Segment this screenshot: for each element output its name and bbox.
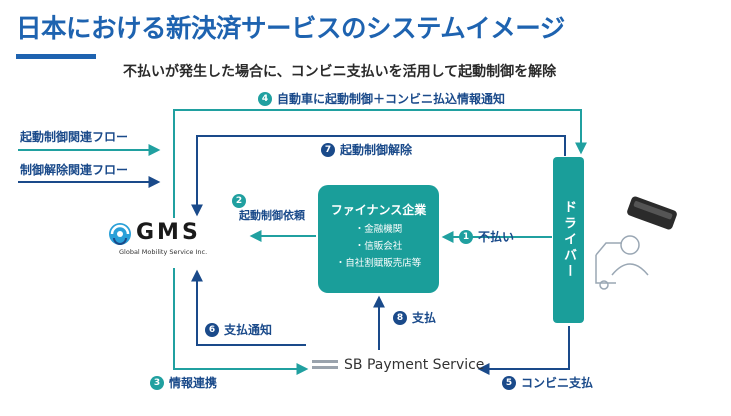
sbps-mark-icon (312, 360, 338, 369)
step-3-number: 3 (150, 375, 164, 390)
arrow-step-6 (191, 269, 306, 346)
sbps-name: SB Payment Service (344, 357, 485, 373)
arrow-step-5 (477, 326, 570, 375)
step-5-text: コンビニ支払 (521, 376, 594, 390)
step-6-text: 支払通知 (224, 323, 273, 337)
diagram-title: 日本における新決済サービスのシステムイメージ (16, 14, 565, 44)
step-1-number: 1 (459, 229, 473, 244)
step-3-label: 3 情報連携 (150, 374, 217, 391)
driver-device-illustration (595, 196, 677, 290)
step-2-label: 2 起動制御依頼 (232, 194, 305, 222)
step-7-number: 7 (321, 142, 335, 157)
step-1-label: 1 不払い (459, 228, 514, 245)
step-5-number: 5 (502, 375, 516, 390)
step-8-number: 8 (393, 310, 407, 325)
step-2-number: 2 (232, 194, 246, 208)
step-1-text: 不払い (478, 230, 515, 244)
diagram-subtitle: 不払いが発生した場合に、コンビニ支払いを活用して起動制御を解除 (123, 64, 557, 80)
step-8-text: 支払 (412, 311, 437, 325)
title-underline (16, 54, 96, 59)
step-6-label: 6 支払通知 (205, 321, 272, 338)
step-3-text: 情報連携 (169, 376, 218, 390)
step-7-text: 起動制御解除 (340, 143, 413, 157)
arrow-step-3 (173, 268, 309, 375)
finance-item: ・自社割賦販売店等 (335, 258, 422, 269)
gms-full-name: Global Mobility Service Inc. (119, 248, 208, 256)
gms-swirl-icon (109, 223, 131, 245)
gms-logo-text: GMS (136, 220, 201, 245)
step-7-label: 7 起動制御解除 (321, 141, 412, 158)
legend-flow-1: 起動制御関連フロー (20, 130, 129, 144)
finance-title: ファイナンス企業 (330, 203, 427, 217)
vehicle-device-icon (627, 196, 677, 230)
finance-companies-box: ファイナンス企業 ・金融機関 ・信販会社 ・自社割賦販売店等 (318, 185, 439, 293)
step-8-label: 8 支払 (393, 309, 436, 326)
step-4-number: 4 (258, 91, 272, 106)
sbps-logo: SB Payment Service (312, 357, 484, 373)
legend-flow-2: 制御解除関連フロー (20, 163, 129, 177)
step-4-label: 4 自動車に起動制御＋コンビニ払込情報通知 (258, 90, 505, 107)
arrow-step-7 (191, 135, 566, 217)
step-2-text: 起動制御依頼 (239, 209, 305, 222)
arrow-step-4 (173, 109, 587, 218)
person-in-car-icon (595, 235, 649, 290)
step-6-number: 6 (205, 322, 219, 337)
finance-item: ・金融機関 (354, 224, 403, 235)
step-5-label: 5 コンビニ支払 (502, 374, 593, 391)
gms-logo: GMS (106, 220, 246, 262)
driver-box: ドライバー (553, 157, 584, 323)
finance-item: ・信販会社 (354, 241, 403, 252)
step-4-text: 自動車に起動制御＋コンビニ払込情報通知 (277, 92, 506, 106)
